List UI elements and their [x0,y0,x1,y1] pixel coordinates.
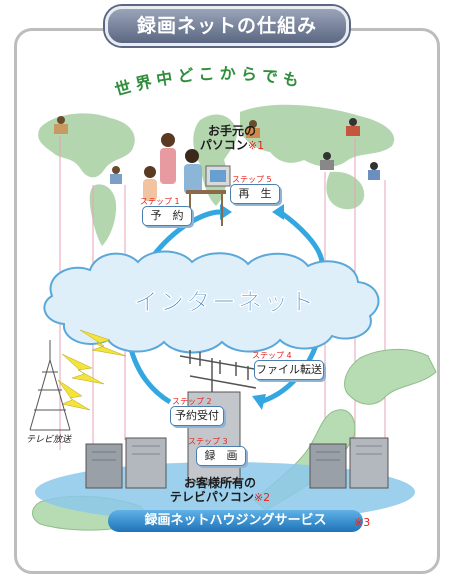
internet-cloud [43,250,380,354]
step-4-label: ステップ 4 [252,351,292,360]
tv-broadcast-label: テレビ放送 [26,435,72,445]
housing-service-note: ※3 [354,516,371,529]
customer-pc-note: ※2 [253,491,271,504]
tagline: 世界中どこからでも [113,64,301,100]
tagline-svg: 世界中どこからでも [113,64,306,100]
antenna-icon [179,350,261,392]
step-5-label: ステップ 5 [232,175,272,184]
step-4-file-transfer: ファイル転送 [254,360,324,380]
internet-label: インターネット [134,288,316,317]
page-title: 録画ネットの仕組み [105,6,349,46]
user-pc-line1: お手元の [207,124,256,138]
step-2-label: ステップ 2 [172,397,212,406]
step-3-label: ステップ 3 [188,437,228,446]
tv-tower-icon [29,340,71,431]
step-5-playback: 再 生 [230,184,280,204]
customer-pc-line2: テレビパソコン [169,490,254,504]
user-pc-line2: パソコン [199,138,248,152]
svg-text:世界中どこからでも: 世界中どこからでも [113,64,306,100]
housing-service-banner: 録画ネットハウジングサービス [108,510,363,532]
step-1-label: ステップ 1 [140,197,180,206]
step-3-record: 録 画 [196,446,246,466]
user-pc-label: お手元の パソコン※1 [192,124,272,153]
family-users-icon [143,133,231,226]
step-2-reception: 予約受付 [170,406,224,426]
step-1-reserve: 予 約 [142,206,192,226]
signal-bolts [57,329,127,411]
customer-pc-line1: お客様所有の [183,476,256,490]
customer-pc-label: お客様所有の テレビパソコン※2 [150,476,290,505]
user-pc-note: ※1 [247,139,265,152]
